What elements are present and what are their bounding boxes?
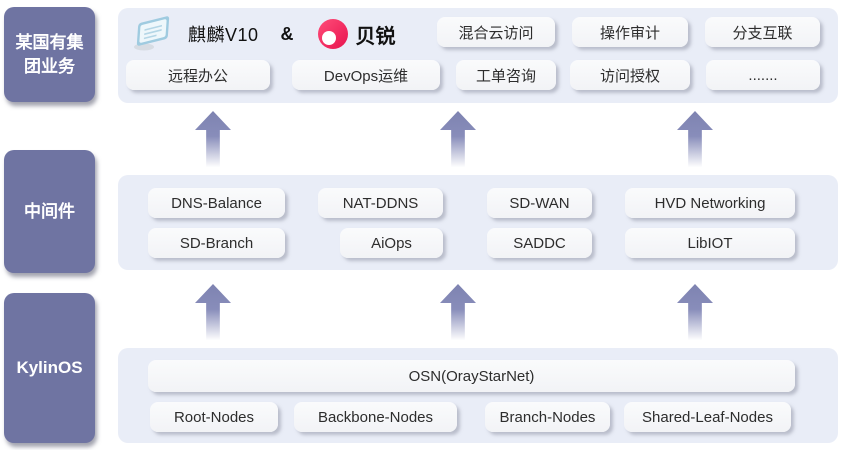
chip-more-ellipsis: ....... <box>706 60 820 90</box>
kylin-laptop-icon <box>132 16 174 52</box>
chip-shared-leaf-nodes: Shared-Leaf-Nodes <box>624 402 791 432</box>
chip-libiot: LibIOT <box>625 228 795 258</box>
chip-osn-oraystarnet: OSN(OrayStarNet) <box>148 360 795 392</box>
rail-block-middleware: 中间件 <box>4 150 95 273</box>
chip-branch-interconnect: 分支互联 <box>705 17 820 47</box>
panel-middleware: DNS-Balance NAT-DDNS SD-WAN HVD Networki… <box>118 175 838 270</box>
chip-operation-audit: 操作审计 <box>572 17 688 47</box>
chip-hybrid-cloud-access: 混合云访问 <box>437 17 555 47</box>
logo-row: 麒麟V10 & 贝锐 <box>132 14 396 54</box>
chip-root-nodes: Root-Nodes <box>150 402 278 432</box>
kylin-product-label: 麒麟V10 <box>188 25 259 45</box>
rail-business-line1: 某国有集 <box>15 32 84 52</box>
chip-saddc: SADDC <box>487 228 592 258</box>
chip-sd-branch: SD-Branch <box>148 228 285 258</box>
up-arrow <box>195 284 231 340</box>
rail-middleware-label: 中间件 <box>24 201 75 221</box>
rail-business-line2: 团业务 <box>24 56 75 76</box>
rail-block-kylinos: KylinOS <box>4 293 95 443</box>
up-arrow <box>440 111 476 167</box>
up-arrow <box>195 111 231 167</box>
chip-remote-office: 远程办公 <box>126 60 270 90</box>
up-arrow <box>677 284 713 340</box>
rail-kylinos-label: KylinOS <box>16 358 83 378</box>
chip-hvd-networking: HVD Networking <box>625 188 795 218</box>
oray-circle-icon <box>316 17 350 51</box>
oray-brand-label: 贝锐 <box>355 25 396 48</box>
chip-branch-nodes: Branch-Nodes <box>485 402 610 432</box>
up-arrow <box>677 111 713 167</box>
panel-business-apps: 麒麟V10 & 贝锐 <box>118 8 838 103</box>
chip-nat-ddns: NAT-DDNS <box>318 188 443 218</box>
up-arrow <box>440 284 476 340</box>
ampersand-label: & <box>280 23 294 44</box>
chip-backbone-nodes: Backbone-Nodes <box>294 402 457 432</box>
chip-ticket-consult: 工单咨询 <box>456 60 556 90</box>
chip-sd-wan: SD-WAN <box>487 188 592 218</box>
chip-devops-ops: DevOps运维 <box>292 60 440 90</box>
chip-access-authorization: 访问授权 <box>570 60 690 90</box>
oray-brand: 贝锐 <box>316 17 396 51</box>
chip-aiops: AiOps <box>340 228 443 258</box>
panel-kylinos-osn: OSN(OrayStarNet) Root-Nodes Backbone-Nod… <box>118 348 838 443</box>
chip-dns-balance: DNS-Balance <box>148 188 285 218</box>
rail-block-business: 某国有集 团业务 <box>4 7 95 102</box>
